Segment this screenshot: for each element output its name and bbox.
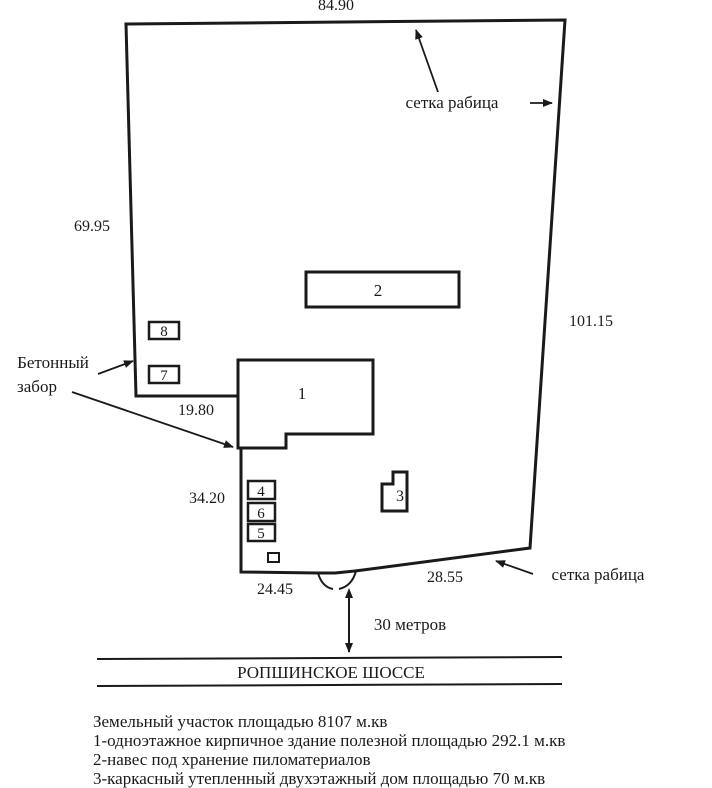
arrow-icon (71, 391, 234, 448)
building-3 (380, 470, 409, 513)
mesh-fence-label-top: сетка рабица (406, 93, 499, 112)
building-6 (246, 501, 277, 523)
legend-item-1: 1-одноэтажное кирпичное здание полезной … (93, 731, 566, 750)
arrow-icon (495, 560, 534, 575)
small-structure (267, 552, 280, 563)
building-6-label: 6 (257, 506, 265, 522)
road-edge-bottom (96, 683, 563, 687)
building-4-label: 4 (257, 484, 265, 500)
plot-boundary (124, 18, 567, 575)
building-2-label: 2 (374, 281, 383, 300)
road-name: РОПШИНСКОЕ ШОССЕ (237, 663, 425, 682)
building-7-label: 7 (160, 368, 168, 384)
concrete-fence-label-line2: забор (17, 377, 57, 396)
building-1 (236, 358, 375, 450)
building-1-label: 1 (298, 384, 307, 403)
building-8-label: 8 (160, 324, 168, 340)
road-edge-top (96, 656, 563, 660)
building-5-label: 5 (257, 526, 265, 542)
concrete-fence-label-line1: Бетонный (17, 353, 89, 372)
dimension-left-upper: 69.95 (74, 218, 110, 235)
dimension-top: 84.90 (318, 0, 354, 14)
distance-label: 30 метров (374, 615, 446, 634)
legend-item-2: 2-навес под хранение пиломатериалов (93, 750, 371, 769)
gate (317, 570, 357, 590)
building-4 (246, 479, 277, 501)
arrow-icon (97, 360, 134, 375)
legend-item-3: 3-каркасный утепленный двухэтажный дом п… (93, 769, 546, 788)
building-3-label: 3 (396, 488, 404, 505)
building-2 (304, 270, 461, 309)
dimension-bottom-left: 24.45 (257, 581, 293, 598)
dimension-inner-horizontal: 19.80 (178, 402, 214, 419)
site-plan: 1 2 3 4 6 5 8 7 84.90 69.95 101.15 19.80… (17, 0, 645, 687)
dimension-right: 101.15 (569, 313, 613, 330)
arrow-icon (415, 29, 439, 93)
legend: Земельный участок площадью 8107 м.кв 1-о… (93, 712, 565, 788)
dimension-bottom-right: 28.55 (427, 569, 463, 586)
building-5 (246, 522, 277, 543)
dimension-left-lower: 34.20 (189, 490, 225, 507)
mesh-fence-label-bottom: сетка рабица (552, 565, 645, 584)
building-8 (147, 320, 181, 341)
legend-area: Земельный участок площадью 8107 м.кв (93, 712, 388, 731)
building-7 (147, 364, 181, 385)
